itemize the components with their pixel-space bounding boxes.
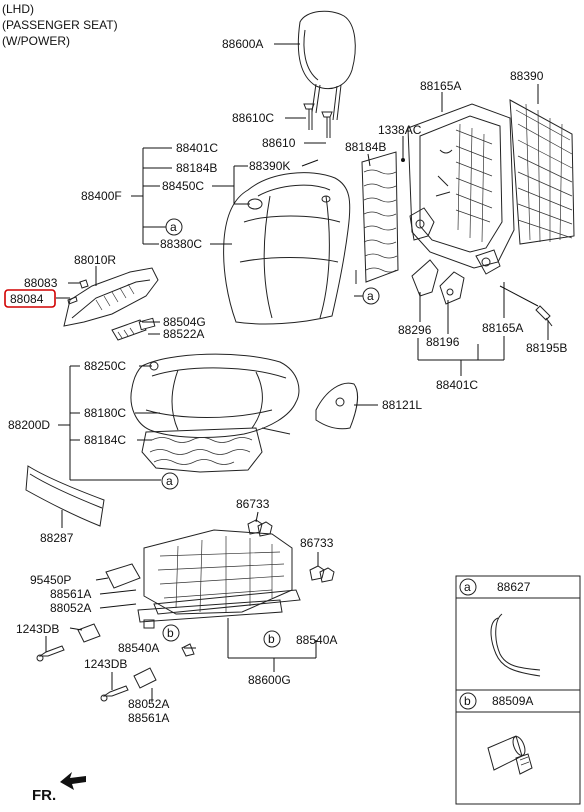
label-95450P[interactable]: 95450P: [30, 573, 71, 587]
side-cover-drawing: [63, 267, 159, 341]
label-88400F[interactable]: 88400F: [81, 189, 122, 203]
selected-part-highlight: [4, 289, 56, 308]
seat-back-frame-drawing: [407, 99, 575, 327]
seat-back-drawing: [223, 172, 351, 325]
front-arrow-icon: [60, 772, 86, 790]
label-88010R[interactable]: 88010R: [74, 253, 116, 267]
callout-a-cushion: a: [161, 472, 179, 490]
callout-letter: b: [167, 626, 174, 640]
side-shield-drawing: [315, 382, 358, 430]
label-88052A-bot[interactable]: 88052A: [128, 697, 169, 711]
header-lhd: (LHD): [2, 2, 34, 16]
front-label: FR.: [32, 787, 56, 804]
label-88052A-top[interactable]: 88052A: [50, 601, 91, 615]
label-88121L[interactable]: 88121L: [382, 398, 422, 412]
callout-b-track-right: b: [263, 630, 281, 648]
motor-88509A-drawing: [487, 735, 533, 775]
diagram-header: (LHD) (PASSENGER SEAT) (W/POWER): [2, 2, 118, 48]
callout-letter: a: [170, 220, 177, 234]
seat-back-pad-drawing: [355, 151, 399, 284]
headrest-drawing: [297, 10, 356, 138]
label-88522A[interactable]: 88522A: [163, 327, 204, 341]
legend-row-b: b 88509A: [459, 692, 533, 710]
label-88296[interactable]: 88296: [398, 323, 432, 337]
label-88200D[interactable]: 88200D: [8, 418, 50, 432]
label-88610[interactable]: 88610: [262, 136, 296, 150]
front-trim-drawing: [25, 465, 105, 527]
part-labels: 88600A 88610C 88610 88401C 88184B 88390K…: [4, 37, 567, 725]
label-88561A-bot[interactable]: 88561A: [128, 711, 169, 725]
label-1338AC[interactable]: 1338AC: [378, 123, 422, 137]
label-88084[interactable]: 88084: [10, 292, 44, 306]
callout-b-track-left: b: [162, 624, 180, 642]
label-88380C[interactable]: 88380C: [160, 237, 202, 251]
label-88390[interactable]: 88390: [510, 69, 544, 83]
label-88195B[interactable]: 88195B: [526, 341, 567, 355]
label-88196[interactable]: 88196: [426, 335, 460, 349]
header-passenger-seat: (PASSENGER SEAT): [2, 18, 118, 32]
label-1243DB-top[interactable]: 1243DB: [16, 622, 59, 636]
callout-letter: a: [367, 289, 374, 303]
wire-88627-drawing: [490, 617, 541, 677]
label-88610C[interactable]: 88610C: [232, 111, 274, 125]
label-88180C[interactable]: 88180C: [84, 406, 126, 420]
label-88600G[interactable]: 88600G: [248, 673, 291, 687]
label-88450C[interactable]: 88450C: [162, 179, 204, 193]
label-86733-a[interactable]: 86733: [236, 497, 270, 511]
leader-lines: [45, 43, 549, 702]
label-88401C-bot[interactable]: 88401C: [436, 378, 478, 392]
label-88600A[interactable]: 88600A: [222, 37, 263, 51]
callout-a-backrest: a: [165, 218, 183, 236]
front-direction-indicator: FR.: [32, 772, 86, 804]
legend-part-88509A[interactable]: 88509A: [492, 694, 533, 708]
seat-track-drawing: [36, 519, 335, 702]
label-88250C[interactable]: 88250C: [84, 359, 126, 373]
label-88540A-right[interactable]: 88540A: [296, 633, 337, 647]
label-86733-b[interactable]: 86733: [300, 536, 334, 550]
legend-letter-a: a: [464, 580, 471, 594]
label-88504G[interactable]: 88504G: [163, 315, 206, 329]
label-88083[interactable]: 88083: [24, 276, 58, 290]
label-88165A-bot[interactable]: 88165A: [482, 321, 523, 335]
label-88184B-left[interactable]: 88184B: [176, 161, 217, 175]
label-88540A-left[interactable]: 88540A: [118, 641, 159, 655]
header-power: (W/POWER): [2, 34, 70, 48]
callout-a-seatback-side: a: [362, 287, 380, 305]
label-88561A-top[interactable]: 88561A: [50, 587, 91, 601]
label-88165A-top[interactable]: 88165A: [420, 79, 461, 93]
legend-letter-b: b: [464, 694, 471, 708]
callout-letter: b: [268, 632, 275, 646]
label-88184B-mid[interactable]: 88184B: [345, 140, 386, 154]
label-88287[interactable]: 88287: [40, 531, 74, 545]
label-88184C[interactable]: 88184C: [84, 433, 126, 447]
legend-part-88627[interactable]: 88627: [497, 580, 531, 594]
label-88390K[interactable]: 88390K: [249, 159, 290, 173]
legend-row-a: a 88627: [459, 578, 531, 596]
seat-cushion-drawing: [130, 353, 300, 473]
legend-box: a 88627 b 88509A: [455, 575, 581, 805]
label-1243DB-bot[interactable]: 1243DB: [84, 657, 127, 671]
label-88401C-top[interactable]: 88401C: [176, 141, 218, 155]
callout-letter: a: [166, 474, 173, 488]
